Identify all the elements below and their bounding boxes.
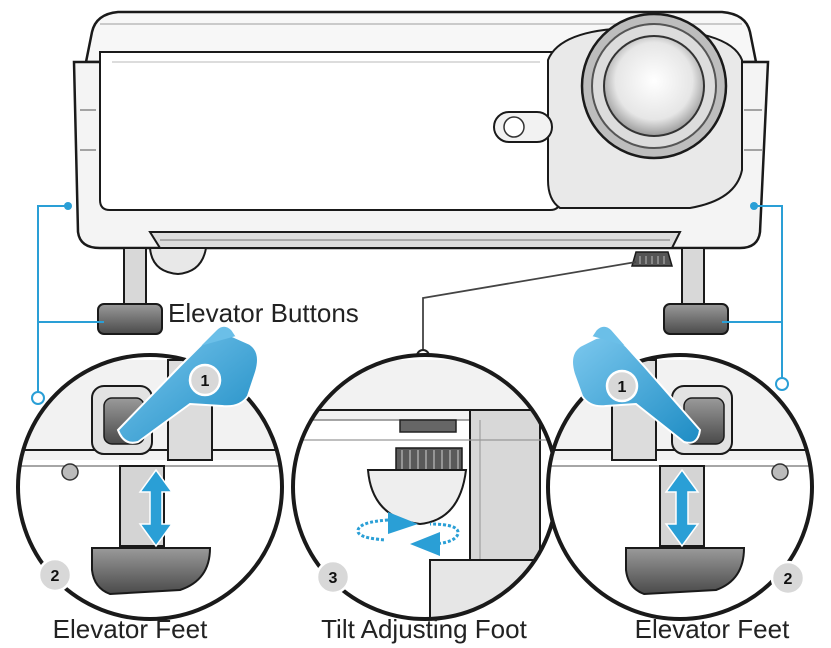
elevator-foot-right — [664, 248, 728, 334]
step-badge-right-button: 1 — [607, 371, 637, 401]
label-elevator-feet-left: Elevator Feet — [53, 614, 208, 644]
svg-text:2: 2 — [51, 568, 60, 585]
callout-dot — [64, 202, 72, 210]
callout-ring — [32, 392, 44, 404]
tilt-foot-small — [632, 252, 672, 266]
step-badge-tilt-foot: 3 — [317, 561, 349, 593]
svg-text:1: 1 — [201, 373, 210, 390]
lens-icon — [604, 36, 704, 136]
callout-ring — [776, 378, 788, 390]
svg-text:2: 2 — [784, 571, 793, 588]
label-elevator-buttons: Elevator Buttons — [168, 298, 359, 328]
step-badge-left-foot: 2 — [39, 559, 71, 591]
label-tilt-adjusting-foot: Tilt Adjusting Foot — [321, 614, 527, 644]
step-badge-right-foot: 2 — [772, 562, 804, 594]
tilt-knob — [396, 448, 462, 472]
svg-text:3: 3 — [329, 570, 338, 587]
label-elevator-feet-right: Elevator Feet — [635, 614, 790, 644]
elevator-foot-left — [98, 248, 162, 334]
step-badge-left-button: 1 — [190, 365, 220, 395]
callout-dot — [750, 202, 758, 210]
projector-body — [74, 12, 768, 274]
svg-text:1: 1 — [618, 379, 627, 396]
